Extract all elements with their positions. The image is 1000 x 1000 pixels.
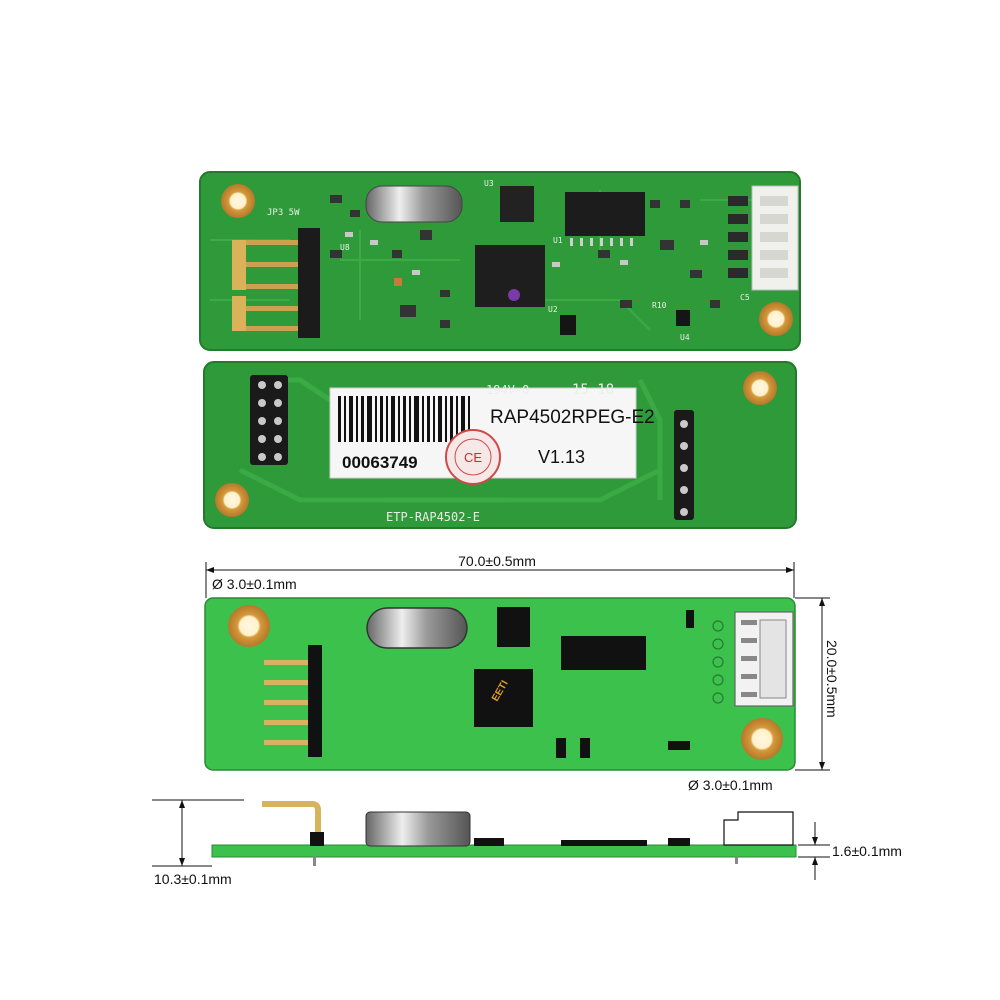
drawing-chip-wide	[561, 636, 646, 670]
height-label: 20.0±0.5mm	[824, 640, 840, 718]
drawing-hole-right	[741, 718, 783, 760]
silk-r10: R10	[652, 301, 667, 310]
side-height-label: 10.3±0.1mm	[154, 871, 232, 887]
top-board-photo: JP3 5W U8 U3 U1 U2 U4 R10 C5	[199, 171, 801, 351]
top-hole-right	[759, 302, 793, 336]
hole-label-top-left: Ø 3.0±0.1mm	[212, 576, 297, 592]
ce-mark: CE	[464, 450, 482, 465]
bottom-pin-holes-left	[250, 375, 288, 465]
serial-number: 00063749	[342, 453, 418, 472]
top-hole-left	[221, 184, 255, 218]
side-view-drawing: 10.3±0.1mm 1.6±0.1mm	[152, 799, 902, 887]
bottom-hole-left	[215, 483, 249, 517]
model-label: RAP4502RPEG-E2	[490, 407, 655, 428]
side-crystal	[365, 811, 471, 847]
drawing-crystal	[366, 607, 468, 649]
drawing-connector	[734, 611, 794, 707]
silk-u4: U4	[680, 333, 690, 342]
silk-u1: U1	[553, 236, 563, 245]
top-crystal	[365, 185, 463, 223]
dimension-drawing-top: 70.0±0.5mm Ø 3.0±0.1mm EETI	[204, 553, 840, 793]
thickness-label: 1.6±0.1mm	[832, 843, 902, 859]
side-pin	[262, 801, 321, 838]
drawing-pin-header	[264, 645, 322, 757]
side-connector	[723, 811, 794, 846]
top-chip-u3	[500, 186, 534, 222]
drawing-hole-left	[228, 605, 270, 647]
drawing-chip-controller	[474, 669, 533, 727]
silk-u3: U3	[484, 179, 494, 188]
silk-u2: U2	[548, 305, 558, 314]
top-chip-u1	[565, 192, 645, 236]
bottom-board-photo: 00063749 RAP4502RPEG-E2 V1.13 CE 194V-0 …	[203, 361, 797, 529]
hole-label-bottom-right: Ø 3.0±0.1mm	[688, 777, 773, 793]
silk-c5: C5	[740, 293, 750, 302]
version-label: V1.13	[538, 447, 585, 467]
drawing-chip-small	[497, 607, 530, 647]
bottom-hole-right	[743, 371, 777, 405]
side-pcb	[211, 844, 797, 858]
barcode	[338, 396, 470, 442]
silk-u8: U8	[340, 243, 350, 252]
date-code: 15 18	[572, 382, 614, 398]
silk-jp3: JP3 5W	[267, 208, 300, 218]
ul-mark: 194V-0	[486, 383, 529, 397]
board-name-silk: ETP-RAP4502-E	[386, 510, 480, 524]
ce-sticker	[445, 429, 501, 485]
width-label: 70.0±0.5mm	[458, 553, 536, 569]
top-gold-pins	[232, 228, 320, 338]
